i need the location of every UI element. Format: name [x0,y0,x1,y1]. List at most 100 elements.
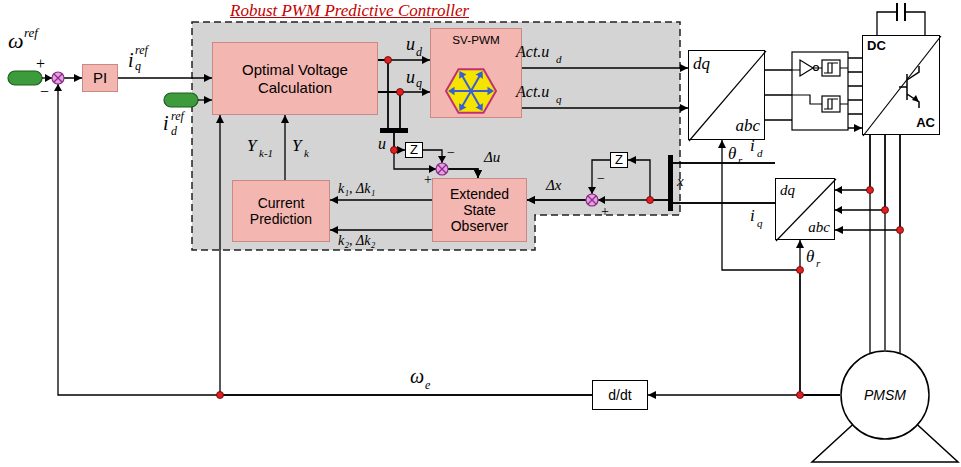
corner-label: abc [808,219,830,236]
signal-index: q [416,77,422,89]
connector [118,77,212,78]
diagonal-divider [863,36,941,136]
junction-dot [797,392,804,399]
process-box: Current Prediction [232,180,330,242]
signal-index: q [757,218,763,229]
gate-driver [792,52,848,130]
reference-source [8,71,42,85]
signal-index: e [425,379,430,391]
connector [58,78,592,395]
vector-arrow [488,87,495,95]
vector-arrow [459,103,466,111]
bus-bar [380,128,408,133]
signal-name: θ [806,248,814,265]
box-label: Extended State Observer [436,186,523,234]
signal-index: d [416,46,422,58]
corner-label: DC [867,39,886,54]
signal-name: Y [292,137,301,154]
box-label: PI [93,69,107,86]
corner-label: dq [780,182,795,199]
gate-driver [822,96,840,112]
motor-label: PMSM [864,387,906,403]
signal-index: r [738,155,742,166]
corner-label: dq [693,54,710,74]
region-outline [192,22,680,250]
gate-driver [822,60,840,76]
arrow-head [429,165,436,173]
bus-bar [668,155,673,211]
signal-name: − [447,146,455,160]
diagonal-divider [689,51,766,141]
reference-source [164,93,198,107]
signal-index: ref [171,110,184,122]
arrow-head [204,96,212,104]
signal-name: + [424,173,432,187]
box-label: SV-PWM [431,29,521,46]
signal-index: ref [24,26,38,39]
arrow-head [835,186,842,194]
dc-link-capacitor [877,12,925,35]
signal-index: ref [135,44,148,56]
signal-name: i [750,207,755,224]
signal-name: ω [410,366,424,386]
signal-name: Δx [546,178,561,193]
gate-driver [792,52,848,130]
junction-dot [647,197,654,204]
junction-dot [867,187,874,194]
connector [800,240,840,395]
controller-box: PI [82,64,118,92]
signal-name: − [597,172,605,186]
connector [330,199,432,200]
vector-arrow [476,103,483,111]
signal-index: k-1 [259,148,273,159]
signal-name: θ [728,145,736,162]
connector [835,135,900,230]
signal-name: u [406,35,415,53]
transform-box: dqabc [688,50,765,140]
motor-circle [841,351,929,439]
svpwm-hexagon [446,69,496,112]
corner-label: AC [916,116,935,131]
signal-name: Act.u [516,84,549,100]
connector [628,160,775,203]
signal-index: q [135,60,141,72]
derivative-box: d/dt [592,380,648,410]
signal-index: d [171,125,177,137]
edge-label: k₁, Δk₁ [338,182,375,196]
dc-link-capacitor [897,3,905,21]
box-label: d/dt [608,387,631,403]
junction-dot [882,207,889,214]
arrow-head [438,156,446,163]
signal-name: Y [247,137,256,154]
box-label: Z [410,143,418,158]
junction-dot [217,392,224,399]
connector [722,140,840,395]
observer-box: Extended State Observer [432,178,527,242]
inverter-box: DC AC [862,35,940,135]
gate-driver [800,60,813,76]
junction-dot [397,89,404,96]
arrow-head [54,84,62,91]
box-label: Z [615,153,623,168]
signal-name: u [378,136,386,152]
transistor-symbol [912,95,919,102]
connector [220,115,592,395]
connector [522,67,688,68]
vector-arrow [476,71,483,79]
signal-index: k [304,148,309,159]
connector [527,163,775,203]
vector-arrow [448,87,455,95]
signal-name: − [40,84,49,100]
signal-name: Act.u [516,44,549,60]
delay-box: Z [405,142,423,158]
motor-circle: PMSM [840,350,930,440]
signal-name: + [36,56,45,72]
signal-name: u [406,68,415,86]
signal-index: r [816,258,820,269]
signal-name: ω [8,30,24,52]
junction-dot [391,147,398,154]
signal-index: d [757,148,763,159]
gate-driver [792,68,848,104]
vector-arrow [459,71,466,79]
gate-driver [824,99,838,109]
